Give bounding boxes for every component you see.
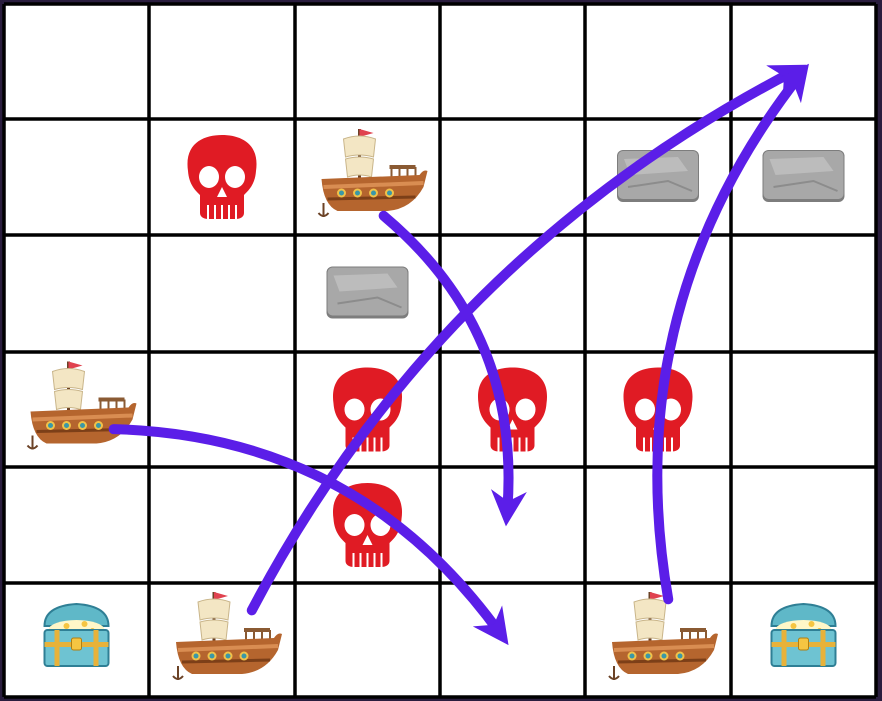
- move-arrow: [652, 63, 809, 605]
- board-cell[interactable]: [731, 4, 876, 119]
- board-cell[interactable]: [4, 4, 149, 119]
- treasure-chest-icon: [43, 602, 110, 667]
- pieces-layer: [26, 129, 845, 680]
- board-cell[interactable]: [149, 4, 295, 119]
- cells-layer: [4, 4, 876, 697]
- board-cell[interactable]: [585, 4, 731, 119]
- board-cell[interactable]: [585, 235, 731, 352]
- move-arrow: [246, 64, 807, 616]
- skull-icon: [187, 135, 257, 219]
- board-cell[interactable]: [731, 352, 876, 467]
- rock-icon: [762, 150, 845, 202]
- rock-icon: [326, 266, 409, 319]
- board-cell[interactable]: [149, 352, 295, 467]
- board-cell[interactable]: [731, 235, 876, 352]
- board-cell[interactable]: [4, 235, 149, 352]
- board-cell[interactable]: [149, 235, 295, 352]
- move-arrows: [108, 63, 809, 646]
- treasure-chest-icon: [770, 602, 837, 667]
- board-cell[interactable]: [4, 467, 149, 583]
- board-cell[interactable]: [440, 583, 585, 697]
- board-cell[interactable]: [440, 119, 585, 235]
- board-cell[interactable]: [4, 119, 149, 235]
- board-cell[interactable]: [149, 467, 295, 583]
- board-cell[interactable]: [731, 467, 876, 583]
- board-cell[interactable]: [440, 235, 585, 352]
- ship-icon: [317, 129, 428, 217]
- board-cell[interactable]: [440, 4, 585, 119]
- ship-icon: [172, 592, 282, 680]
- move-arrow: [378, 210, 527, 527]
- ship-icon: [608, 592, 718, 680]
- board-cell[interactable]: [295, 4, 440, 119]
- board-cell[interactable]: [295, 583, 440, 697]
